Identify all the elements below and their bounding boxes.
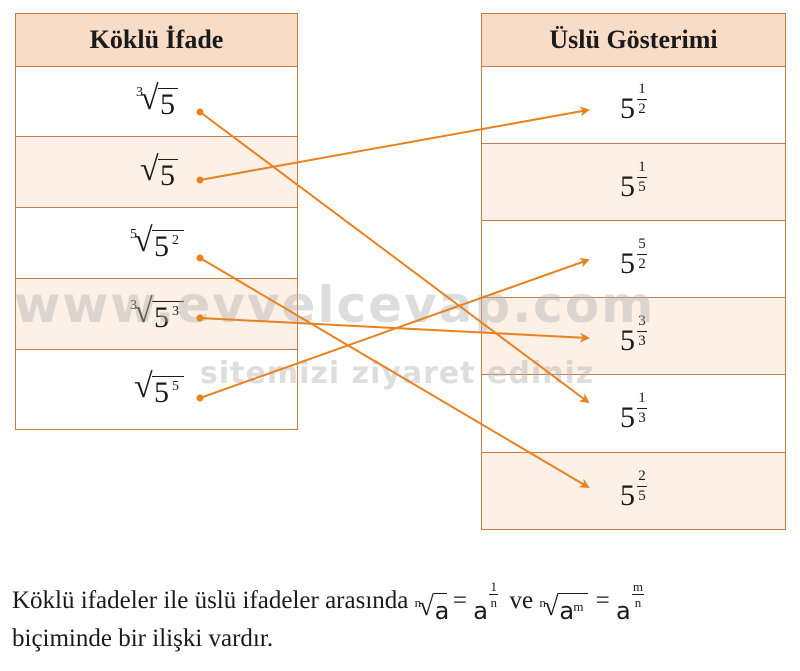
left-row-1: 3 √ 5 [16,66,297,137]
left-table-header: Köklü İfade [16,14,297,67]
explanation-text: Köklü ifadeler ile üslü ifadeler arasınd… [12,587,409,614]
left-row-5: √ 5 5 [16,350,297,430]
left-row-3: 5 √ 5 2 [16,208,297,279]
explanation-paragraph: Köklü ifadeler ile üslü ifadeler arasınd… [12,579,792,658]
watermark-tagline: sitemizi ziyaret ediniz [200,356,595,391]
watermark-url: www.evvelcevap.com [14,276,656,334]
left-row-2: √ 5 [16,137,297,208]
right-table-header: Üslü Gösterimi [482,14,785,67]
formula-root: n √ a [414,591,450,625]
explanation-text-end: biçiminde bir ilişki vardır. [12,625,274,652]
formula-root-power: n √ a m [539,590,589,625]
